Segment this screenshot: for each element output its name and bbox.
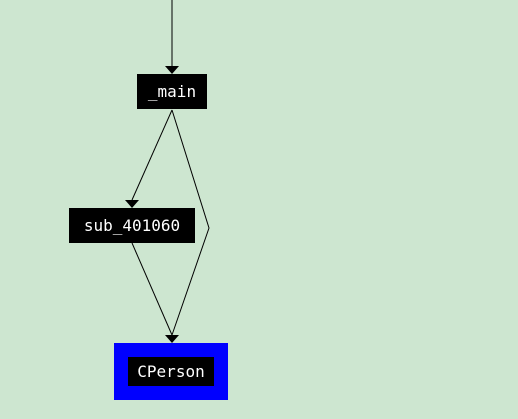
- node-cperson[interactable]: CPerson: [128, 357, 214, 386]
- edge-main-to-cperson: [171, 109, 210, 336]
- node-main[interactable]: _main: [137, 74, 207, 109]
- node-main-label: _main: [147, 81, 197, 101]
- node-sub-401060[interactable]: sub_401060: [69, 208, 195, 243]
- node-sub-401060-label: sub_401060: [83, 215, 181, 235]
- edge-entry-to-main: [165, 0, 179, 74]
- cperson-arrowhead: [165, 335, 179, 343]
- edge-main-to-sub: [125, 109, 173, 208]
- edge-sub-to-cperson: [131, 242, 173, 336]
- node-cperson-label: CPerson: [137, 361, 205, 381]
